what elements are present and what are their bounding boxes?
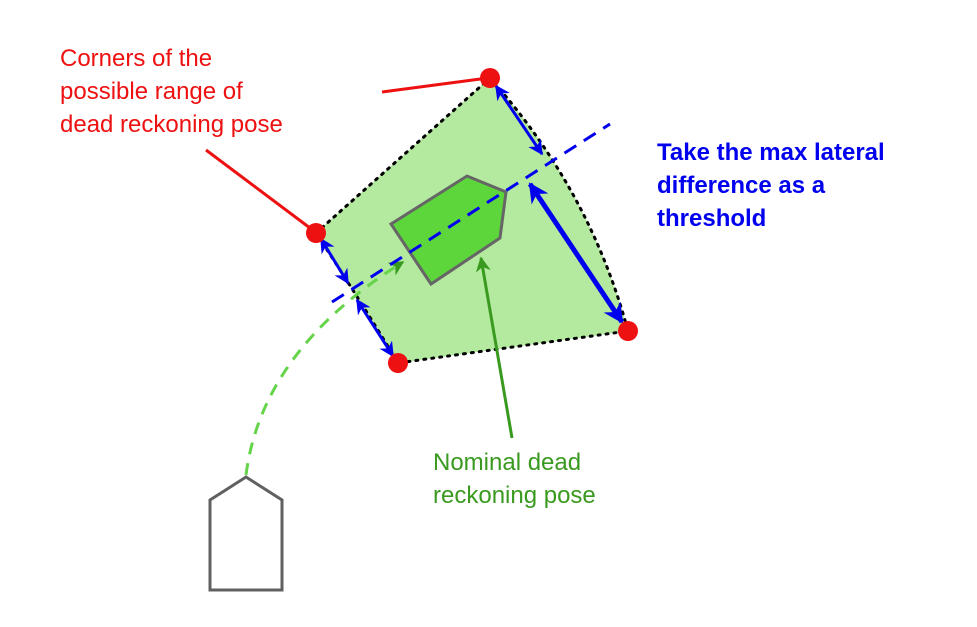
nominal-pose-arrow — [475, 256, 514, 439]
vehicle-start-shape — [208, 475, 284, 592]
lateral-arrow-left-lower — [355, 298, 395, 358]
nominal-pose-label: Nominal dead reckoning pose — [433, 449, 596, 509]
corners-leader-line-top — [381, 76, 489, 94]
corners-label: Corners of the possible range of dead re… — [60, 45, 283, 138]
trajectory-path — [244, 260, 405, 476]
lateral-arrow-left-upper — [319, 237, 350, 285]
nominal-pose-shape — [388, 174, 508, 287]
heading-line — [331, 122, 611, 304]
corner-dot-left — [306, 223, 326, 243]
lateral-arrow-max — [527, 182, 625, 324]
corner-dot-top — [480, 68, 500, 88]
corners-leader-line-left — [205, 148, 315, 233]
corner-dot-bottom-left — [388, 353, 408, 373]
corner-dot-right — [618, 321, 638, 341]
lateral-arrow-top — [494, 84, 544, 156]
threshold-label: Take the max lateral difference as a thr… — [657, 139, 885, 232]
